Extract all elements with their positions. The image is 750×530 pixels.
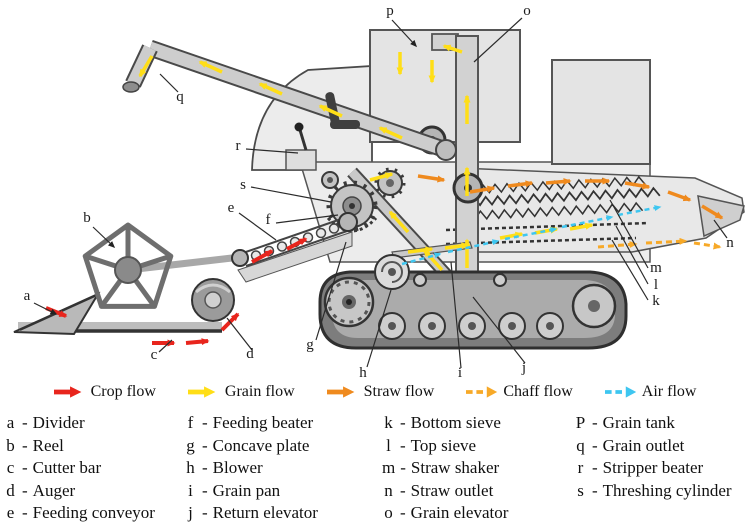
part-entry-l: l-Top sieve — [386, 435, 477, 455]
reel — [82, 222, 174, 309]
diagram-label-n: n — [726, 235, 734, 251]
diagram-label-i: i — [458, 365, 462, 380]
part-entry-p: P-Grain tank — [575, 413, 675, 432]
part-entry-f: f-Feeding beater — [187, 413, 314, 432]
diagram-label-q: q — [176, 89, 184, 105]
part-entry-k: k-Bottom sieve — [384, 413, 501, 432]
label-leader-lines — [33, 17, 728, 369]
chaff-flow-arrows — [597, 237, 722, 250]
diagram-label-s: s — [240, 177, 246, 193]
part-entry-c: c-Cutter bar — [6, 458, 102, 477]
top-sieve — [445, 221, 649, 232]
concave-plate — [326, 216, 378, 233]
part-entry-e: e-Feeding conveyor — [6, 503, 155, 522]
diagram-label-a: a — [24, 288, 31, 304]
parts-column-4: P-Grain tank q-Grain outlet r-Stripper b… — [574, 412, 748, 524]
legend-item-crop-flow: Crop flow — [53, 383, 156, 401]
crawler-track — [318, 270, 628, 350]
diagram-label-e: e — [228, 200, 235, 216]
legend-label-crop: Crop flow — [90, 383, 156, 400]
legend-item-grain-flow: Grain flow — [187, 383, 295, 401]
legend-item-air-flow: Air flow — [604, 383, 697, 401]
part-entry-a: a-Divider — [6, 413, 85, 432]
diagram-label-j: j — [521, 360, 526, 376]
diagram-label-r: r — [236, 138, 241, 154]
parts-list: a-Divider b-Reel c-Cutter bar d-Auger e-… — [4, 412, 748, 524]
operator-seat — [325, 92, 360, 129]
legend-label-grain: Grain flow — [224, 383, 295, 400]
feederhouse-sheet — [237, 231, 353, 283]
diagram-label-h: h — [359, 365, 367, 380]
part-entry-d: d-Auger — [6, 480, 76, 500]
part-entry-o: o-Grain elevator — [384, 503, 509, 522]
header-auger — [191, 278, 235, 322]
legend-label-air: Air flow — [641, 383, 697, 400]
legend-label-chaff: Straw flow — [363, 383, 435, 400]
part-entry-h: h-Blower — [186, 458, 263, 477]
part-entry-j: j-Return elevator — [188, 503, 318, 522]
part-entry-g: g-Concave plate — [186, 435, 310, 455]
part-entry-i: i-Grain pan — [188, 480, 281, 500]
flow-legend: Crop flow Grain flow Straw flow Chaff fl… — [0, 383, 750, 401]
air-flow-arrow-icon — [604, 386, 636, 398]
parts-column-2: f-Feeding beater g-Concave plate h-Blowe… — [184, 412, 382, 524]
part-entry-r: r-Stripper beater — [577, 458, 704, 477]
blower — [374, 254, 410, 290]
part-entry-n: n-Straw outlet — [384, 480, 494, 500]
diagram-label-b: b — [83, 210, 91, 226]
legend-item-chaff-flow: Chaff flow — [466, 383, 573, 401]
diagram-label-o: o — [523, 3, 531, 19]
legend-item-straw-flow: Straw flow — [326, 383, 435, 401]
diagram-label-k: k — [652, 293, 660, 309]
feeding-conveyor — [231, 212, 358, 267]
crop-flow-arrow-icon — [53, 386, 81, 398]
diagram-label-d: d — [246, 346, 254, 362]
grain-flow-arrow-icon — [187, 386, 216, 398]
legend-label-chaff: Chaff flow — [503, 383, 573, 400]
diagram-label-f: f — [266, 212, 271, 228]
reel-support-arm — [127, 254, 233, 274]
part-entry-q: q-Grain outlet — [576, 435, 685, 455]
harvester-schematic: a b c d e f g h i j k l m n o p q r s — [13, 3, 745, 380]
straw-flow-arrows — [417, 174, 724, 220]
stripper-beater — [321, 171, 339, 189]
part-entry-b: b-Reel — [6, 435, 64, 455]
parts-column-3: k-Bottom sieve l-Top sieve m-Straw shake… — [382, 412, 574, 524]
diagram-label-c: c — [151, 347, 158, 363]
control-console — [285, 122, 317, 171]
part-entry-m: m-Straw shaker — [382, 458, 500, 477]
diagram-label-l: l — [654, 277, 658, 293]
diagram-label-m: m — [650, 260, 662, 276]
parts-column-1: a-Divider b-Reel c-Cutter bar d-Auger e-… — [4, 412, 184, 524]
diagram-label-g: g — [306, 337, 314, 353]
part-entry-s: s-Threshing cylinder — [577, 480, 732, 500]
diagram-label-p: p — [386, 3, 394, 19]
air-flow-arrows — [401, 205, 662, 266]
rear-engine-box — [551, 59, 651, 165]
chaff-flow-arrow-icon — [466, 386, 498, 398]
straw-flow-arrow-icon — [326, 386, 355, 398]
